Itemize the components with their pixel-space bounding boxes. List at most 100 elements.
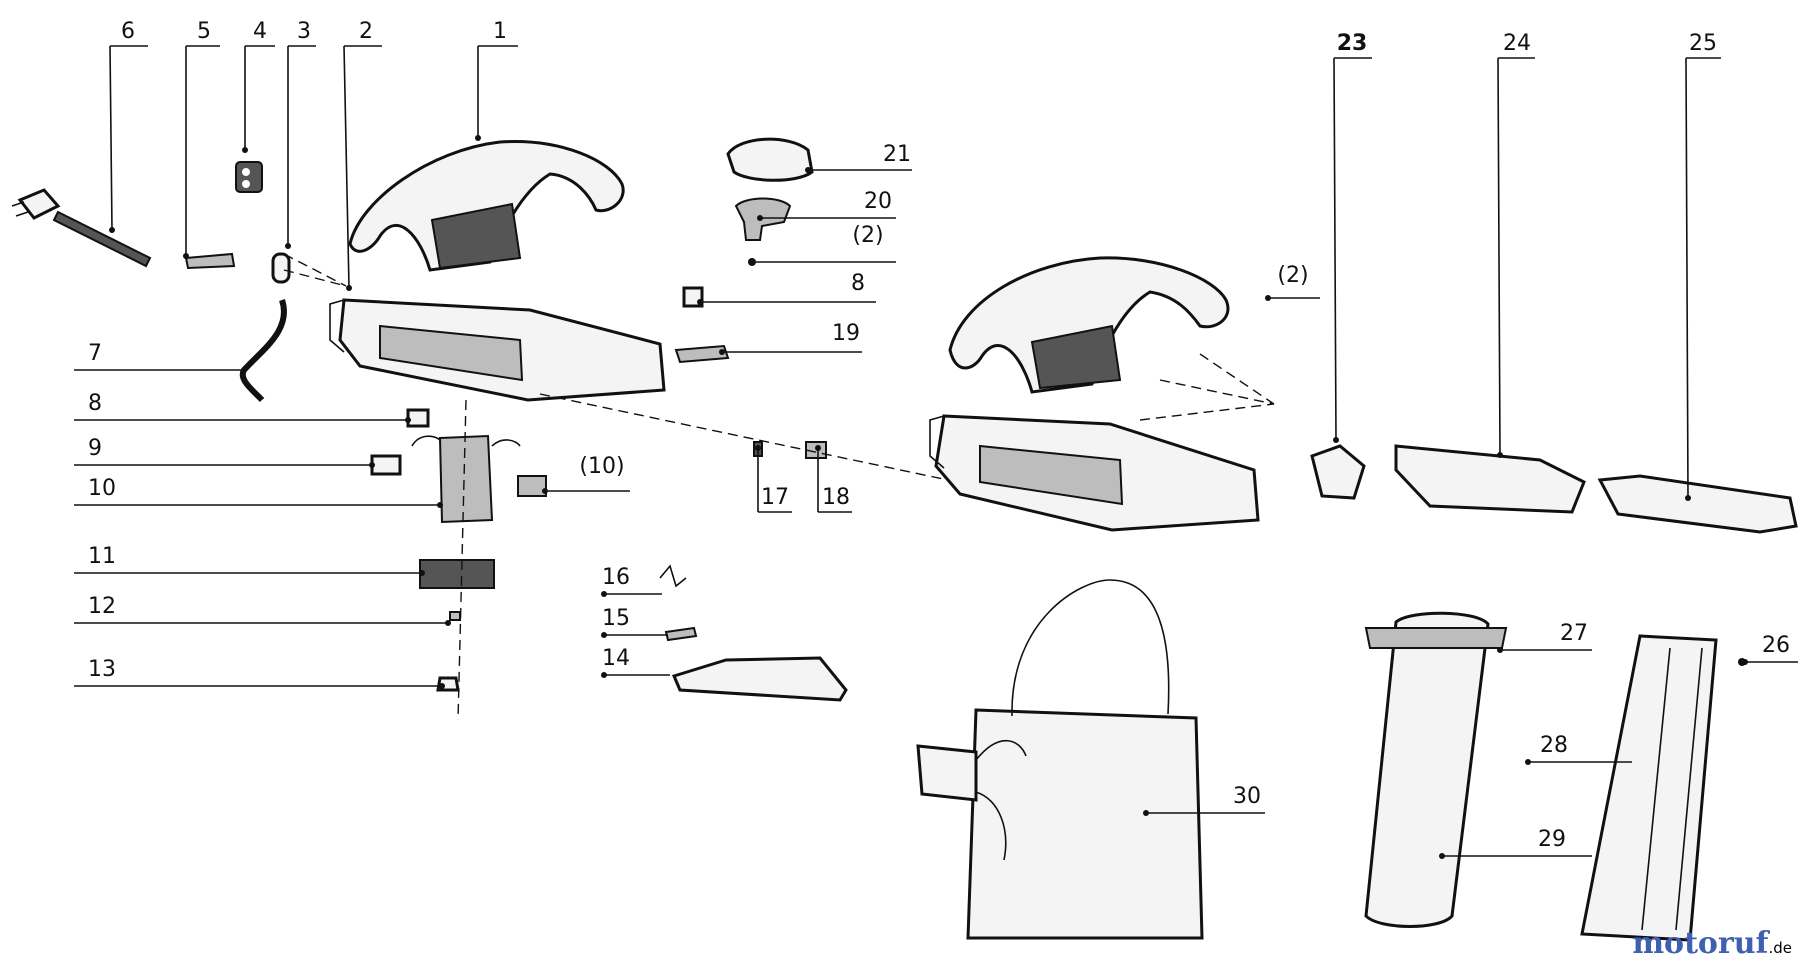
tube-middle-part bbox=[1394, 444, 1586, 514]
label-dot bbox=[369, 462, 375, 468]
callout-number: 1 bbox=[493, 19, 507, 44]
latch-part bbox=[271, 252, 291, 284]
terminal-part bbox=[659, 564, 687, 588]
housing-left-part bbox=[329, 140, 666, 402]
label-l26: 26 bbox=[1742, 633, 1798, 665]
label-number: 16 bbox=[602, 565, 630, 590]
motor-assembly-part bbox=[370, 399, 521, 721]
callout-c25: 25 bbox=[1685, 31, 1721, 501]
label-l15: 15 bbox=[601, 606, 668, 638]
bracket-part bbox=[674, 344, 730, 364]
callout-dot bbox=[1497, 452, 1503, 458]
callout-number: 24 bbox=[1503, 31, 1531, 56]
switch-part bbox=[734, 197, 792, 241]
callout-number: 17 bbox=[761, 485, 789, 510]
callout-number: 23 bbox=[1337, 31, 1368, 56]
label-dot bbox=[719, 349, 725, 355]
knob-part bbox=[726, 137, 814, 182]
callout-c23: 23 bbox=[1333, 31, 1372, 443]
watermark-suffix: .de bbox=[1768, 939, 1792, 957]
label-number: 8 bbox=[88, 391, 102, 416]
callout-number: 25 bbox=[1689, 31, 1717, 56]
callout-dot bbox=[1333, 437, 1339, 443]
callout-c2: 2 bbox=[343, 19, 382, 291]
callout-number: 18 bbox=[822, 485, 850, 510]
label-l27: 27 bbox=[1497, 621, 1592, 653]
label-dot bbox=[437, 502, 443, 508]
label-number: 21 bbox=[883, 142, 911, 167]
label-dot bbox=[1525, 759, 1531, 765]
intake-cap-part bbox=[1364, 627, 1508, 649]
label-l10: 10 bbox=[74, 476, 443, 508]
tube-nozzle-part bbox=[1597, 474, 1798, 534]
brush-part bbox=[517, 475, 547, 497]
label-l21: 21 bbox=[805, 142, 912, 173]
label-dot bbox=[601, 672, 607, 678]
label-dot bbox=[542, 488, 548, 494]
label-number: 13 bbox=[88, 657, 116, 682]
label-l8b: 8 bbox=[697, 271, 876, 305]
label-l30: 30 bbox=[1143, 784, 1265, 816]
label-number: 14 bbox=[602, 646, 630, 671]
label-number: 20 bbox=[864, 189, 892, 214]
callout-dot bbox=[242, 147, 248, 153]
callout-c17: 17 bbox=[755, 445, 792, 513]
label-l14: 14 bbox=[601, 646, 670, 678]
label-number: 30 bbox=[1233, 784, 1261, 809]
label-dot bbox=[1497, 647, 1503, 653]
tube-coupler-part bbox=[1310, 444, 1366, 500]
callout-leader bbox=[1497, 57, 1501, 456]
label-dot bbox=[405, 417, 411, 423]
label-l13: 13 bbox=[74, 657, 445, 689]
label-number: 11 bbox=[88, 544, 116, 569]
label-l10p: (10) bbox=[542, 454, 630, 494]
label-number: (10) bbox=[579, 454, 624, 479]
callout-leader bbox=[1685, 57, 1689, 499]
power-cord-part bbox=[11, 188, 152, 268]
callout-number: 4 bbox=[253, 19, 267, 44]
label-dot bbox=[1742, 659, 1748, 665]
housing-right-part bbox=[929, 256, 1260, 532]
callout-dot bbox=[183, 253, 189, 259]
label-number: 7 bbox=[88, 341, 102, 366]
label-number: (2) bbox=[1277, 263, 1308, 288]
callout-c1: 1 bbox=[475, 19, 518, 141]
label-dot bbox=[439, 683, 445, 689]
watermark-text: motoruf bbox=[1632, 926, 1769, 961]
label-number: 26 bbox=[1762, 633, 1790, 658]
watermark: motoruf.de bbox=[1632, 926, 1792, 961]
callout-c5: 5 bbox=[183, 19, 220, 259]
label-number: 12 bbox=[88, 594, 116, 619]
label-dot bbox=[805, 167, 811, 173]
label-dot bbox=[601, 632, 607, 638]
callout-c3: 3 bbox=[285, 19, 316, 249]
callout-c4: 4 bbox=[242, 19, 275, 153]
label-number: 27 bbox=[1560, 621, 1588, 646]
label-dot bbox=[1265, 295, 1271, 301]
label-l8a: 8 bbox=[74, 391, 411, 423]
callout-c6: 6 bbox=[109, 19, 148, 233]
label-number: 15 bbox=[602, 606, 630, 631]
callout-dot bbox=[815, 445, 821, 451]
callout-dot bbox=[346, 285, 352, 291]
label-number: 10 bbox=[88, 476, 116, 501]
label-dot bbox=[419, 570, 425, 576]
label-l11: 11 bbox=[74, 544, 425, 576]
callout-c18: 18 bbox=[815, 445, 852, 513]
screw-part bbox=[184, 252, 236, 270]
label-dot bbox=[601, 591, 607, 597]
label-number: 29 bbox=[1538, 827, 1566, 852]
wire-part bbox=[239, 299, 287, 403]
label-l19: 19 bbox=[719, 321, 862, 355]
callout-dot bbox=[109, 227, 115, 233]
callout-number: 3 bbox=[297, 19, 311, 44]
base-plate-part bbox=[671, 656, 848, 702]
screw-15-part bbox=[664, 626, 698, 642]
callout-number: 2 bbox=[359, 19, 373, 44]
callout-dot bbox=[285, 243, 291, 249]
label-number: 19 bbox=[832, 321, 860, 346]
label-dot bbox=[445, 620, 451, 626]
callout-leader bbox=[109, 45, 113, 231]
